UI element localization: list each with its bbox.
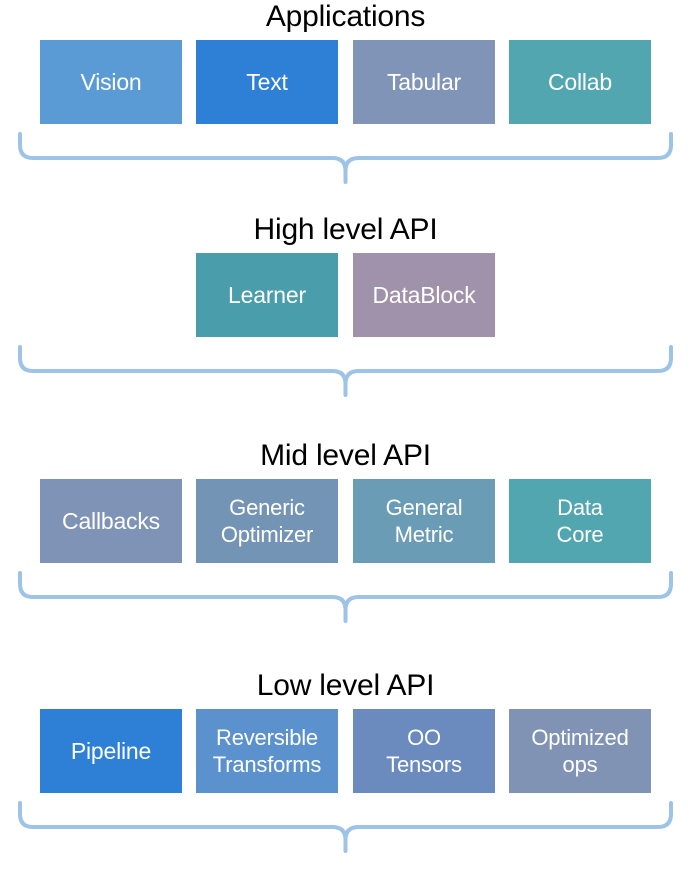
layer-applications: Applications Vision Text Tabular Collab — [0, 0, 691, 184]
box-label: Vision — [80, 68, 142, 95]
layer-title-applications: Applications — [265, 0, 426, 33]
layer-high-level-api: High level API Learner DataBlock — [0, 213, 691, 397]
box-label: Callbacks — [62, 507, 160, 534]
brace-applications — [0, 132, 691, 184]
box-learner[interactable]: Learner — [196, 253, 338, 337]
box-tabular[interactable]: Tabular — [353, 40, 495, 124]
box-row-high-level-api: Learner DataBlock — [0, 253, 691, 337]
box-datablock[interactable]: DataBlock — [353, 253, 495, 337]
box-label: DataBlock — [372, 281, 476, 308]
box-label: Tabular — [386, 68, 462, 95]
layer-title-low-level-api: Low level API — [256, 669, 435, 702]
box-label: Pipeline — [70, 737, 152, 764]
layer-title-high-level-api: High level API — [253, 213, 438, 246]
box-label: Text — [246, 68, 288, 95]
box-vision[interactable]: Vision — [40, 40, 182, 124]
brace-mid-level-api — [0, 571, 691, 623]
brace-low-level-api — [0, 801, 691, 853]
box-pipeline[interactable]: Pipeline — [40, 709, 182, 793]
box-row-applications: Vision Text Tabular Collab — [0, 40, 691, 124]
box-label: Collab — [547, 68, 612, 95]
box-collab[interactable]: Collab — [509, 40, 651, 124]
box-label: Learner — [228, 281, 306, 308]
layer-title-mid-level-api: Mid level API — [260, 439, 431, 472]
box-text[interactable]: Text — [196, 40, 338, 124]
brace-high-level-api — [0, 345, 691, 397]
box-callbacks[interactable]: Callbacks — [40, 479, 182, 563]
